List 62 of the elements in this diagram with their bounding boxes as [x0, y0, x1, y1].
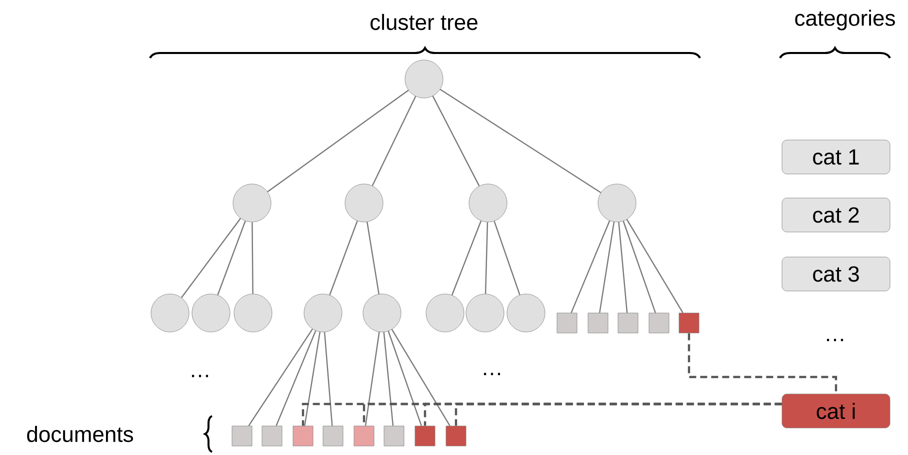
document-square [232, 426, 252, 446]
tree-node [362, 294, 402, 332]
tree-node [234, 294, 272, 332]
bracket-label: documents [27, 426, 134, 442]
category-box: cat 1 [782, 140, 890, 174]
connector-line [618, 222, 628, 313]
connector-line [217, 220, 246, 296]
category-box: cat i [782, 394, 890, 428]
connector-line [688, 333, 838, 394]
connector-line [391, 329, 450, 426]
connector-line [484, 222, 488, 294]
document-square [262, 426, 282, 446]
connector-line [252, 222, 254, 294]
tree-node [426, 294, 464, 332]
tree-node [344, 184, 384, 222]
connector-line [388, 330, 422, 426]
tree-node [304, 294, 342, 332]
connector-line [324, 332, 333, 426]
connector-line [248, 328, 313, 426]
connector-line [329, 220, 358, 296]
document-square [414, 426, 436, 446]
connector-line [622, 220, 656, 313]
connector-line [432, 96, 480, 186]
connector-line [451, 220, 482, 296]
document-square [588, 312, 608, 334]
bracket-label: categories [795, 10, 895, 30]
tree-node [150, 294, 190, 332]
bracket-label: cluster tree [370, 14, 478, 30]
tree-node [598, 184, 636, 222]
connector-line [364, 332, 380, 426]
tree-node [232, 184, 272, 222]
connector-line [366, 222, 380, 294]
ellipsis: … [826, 338, 844, 342]
tree-node [466, 294, 504, 332]
document-square [354, 426, 374, 446]
document-square [556, 312, 578, 334]
tree-node [192, 294, 230, 332]
connector-line [599, 222, 615, 313]
connector-line [372, 96, 416, 186]
connector-line [383, 332, 394, 426]
category-box: cat 2 [782, 198, 890, 232]
connector-line [570, 220, 610, 314]
tree-node [404, 60, 444, 98]
category-box: cat 3 [782, 256, 890, 292]
tree-node [468, 184, 508, 222]
document-square [618, 312, 638, 334]
document-square [384, 426, 404, 446]
connector-line [440, 88, 602, 194]
connector-line [304, 332, 321, 426]
tree-node [506, 294, 546, 332]
document-square [678, 312, 700, 334]
document-square [322, 426, 344, 446]
ellipsis: … [192, 374, 208, 378]
connector-line [181, 218, 242, 298]
document-square [292, 426, 314, 446]
document-square [446, 426, 466, 446]
connector-line [626, 219, 684, 314]
document-square [648, 312, 670, 334]
connector-line [494, 220, 520, 296]
connector-line [276, 330, 316, 426]
ellipsis: … [484, 372, 500, 376]
connector-line [267, 90, 409, 192]
